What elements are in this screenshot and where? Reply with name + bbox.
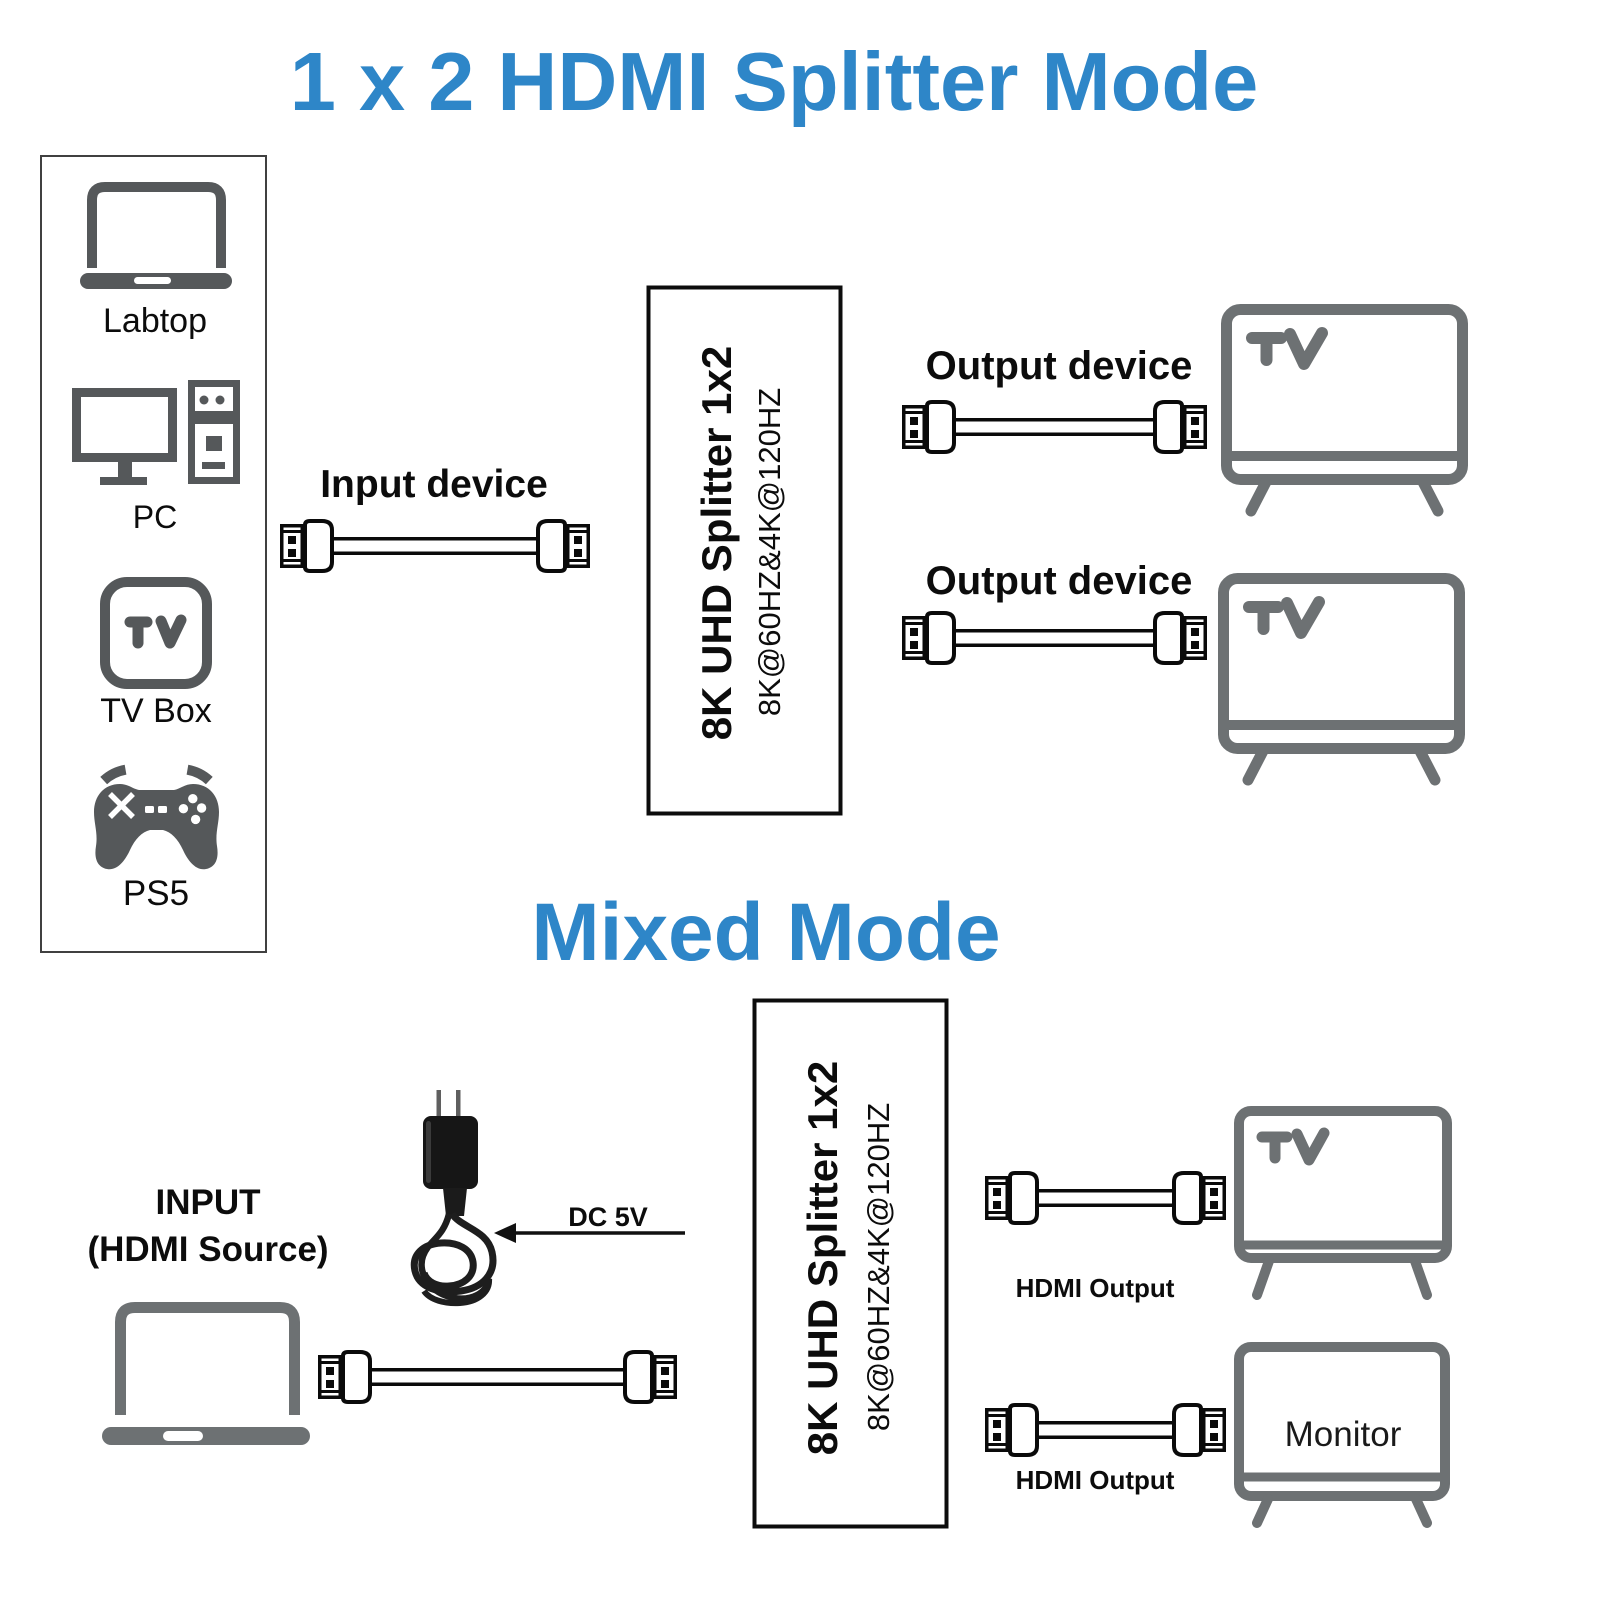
svg-text:DC 5V: DC 5V — [568, 1202, 648, 1232]
svg-text:1 x 2 HDMI Splitter Mode: 1 x 2 HDMI Splitter Mode — [290, 35, 1258, 128]
svg-text:8K UHD Splitter 1x2: 8K UHD Splitter 1x2 — [693, 346, 740, 740]
svg-text:8K@60HZ&4K@120HZ: 8K@60HZ&4K@120HZ — [861, 1103, 896, 1431]
svg-text:TV Box: TV Box — [100, 692, 211, 730]
svg-text:Monitor: Monitor — [1285, 1415, 1402, 1454]
svg-text:HDMI Output: HDMI Output — [1016, 1465, 1175, 1495]
svg-text:INPUT: INPUT — [156, 1183, 261, 1222]
svg-text:PS5: PS5 — [123, 874, 189, 913]
svg-text:PC: PC — [133, 499, 177, 535]
svg-text:Input device: Input device — [320, 463, 548, 506]
svg-text:8K UHD Splitter 1x2: 8K UHD Splitter 1x2 — [799, 1061, 846, 1455]
svg-text:HDMI Output: HDMI Output — [1016, 1273, 1175, 1303]
svg-text:Labtop: Labtop — [103, 302, 207, 340]
svg-text:8K@60HZ&4K@120HZ: 8K@60HZ&4K@120HZ — [752, 388, 787, 716]
svg-text:Mixed Mode: Mixed Mode — [531, 887, 1000, 978]
svg-text:(HDMI Source): (HDMI Source) — [87, 1230, 328, 1269]
svg-text:Output device: Output device — [926, 559, 1193, 603]
svg-text:Output device: Output device — [926, 344, 1193, 388]
